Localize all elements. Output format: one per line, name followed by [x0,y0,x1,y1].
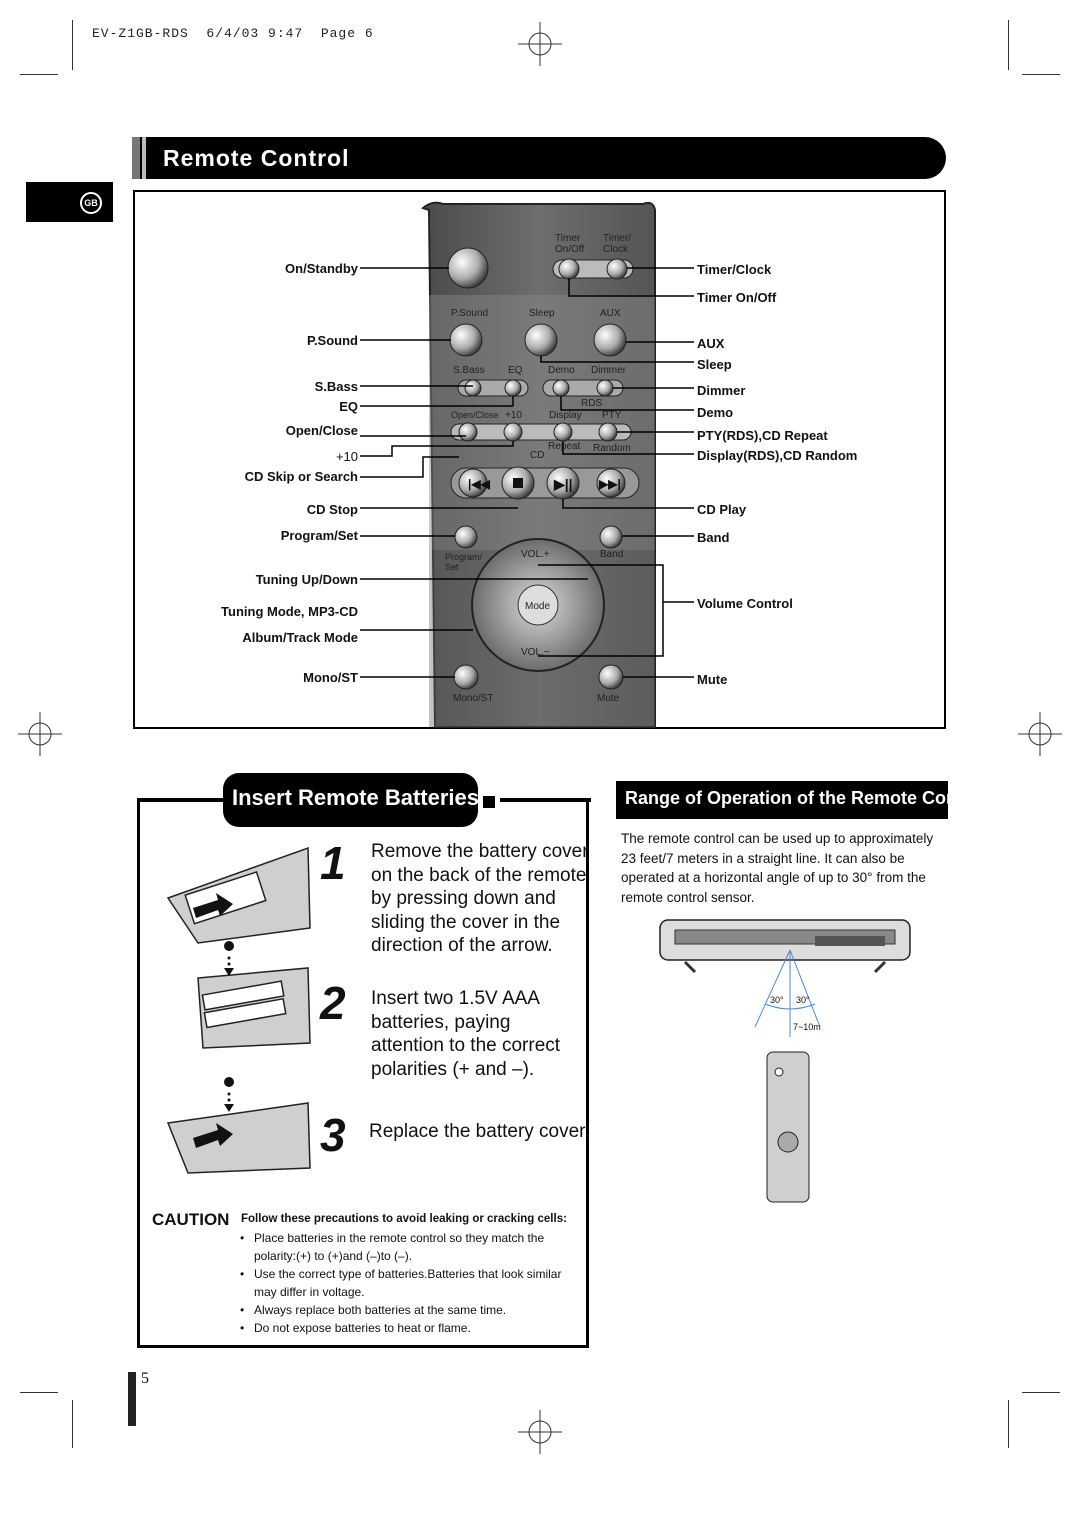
remote-control-illustration: |◀◀ ▶|| ▶▶| [360,201,694,728]
label-mono-st: Mono/ST [303,670,358,685]
label-tuning-mode: Tuning Mode, MP3-CD [221,604,358,619]
face-vol-up: VOL.+ [521,549,550,560]
label-dimmer: Dimmer [697,383,746,398]
crop-mark [72,1400,73,1448]
face-repeat: Repeat [548,441,581,452]
distance-label: 7~10m [793,1022,821,1032]
crop-mark [1008,1400,1009,1448]
face-vol-down: VOL.− [521,647,550,658]
step-number: 1 [320,837,346,889]
caution-label: CAUTION [152,1210,230,1229]
registration-mark [18,712,62,756]
label-sbass: S.Bass [314,379,358,394]
face-psound: P.Sound [451,308,489,319]
face-random: Random [593,443,631,454]
caution-list: Place batteries in the remote control so… [240,1229,580,1337]
label-open-close: Open/Close [285,423,358,438]
label-on-standby: On/Standby [285,261,358,276]
label-psound: P.Sound [306,333,358,348]
face-rds: RDS [581,398,603,409]
label-album-track: Album/Track Mode [242,630,358,645]
list-item: Use the correct type of batteries.Batter… [240,1265,580,1301]
face-band: Band [600,549,624,560]
battery-steps-illustration [166,846,311,1174]
face-eq: EQ [508,365,523,376]
label-cd-stop: CD Stop [306,502,358,517]
registration-mark [518,22,562,66]
face-sleep: Sleep [529,308,555,319]
face-mode: Mode [525,601,551,612]
title-marker [483,796,495,808]
range-description: The remote control can be used up to app… [621,831,934,905]
crop-mark [1022,74,1060,75]
label-band: Band [697,530,730,545]
divider [137,798,223,802]
face-aux: AUX [600,308,621,319]
face-dimmer: Dimmer [591,365,626,376]
label-demo: Demo [697,405,734,420]
face-sbass: S.Bass [453,365,485,376]
face-display: Display [549,410,582,421]
section-title-bar [132,137,946,179]
range-title: Range of Operation of the Remote Control [625,788,987,808]
angle-right-label: 30° [796,995,810,1005]
range-title-bg [616,781,948,819]
insert-title: Insert Remote Batteries [232,785,479,810]
label-pty-repeat: PTY(RDS),CD Repeat [697,428,828,443]
face-plus10: +10 [505,410,522,421]
face-mute: Mute [597,693,620,704]
face-mono-st: Mono/ST [453,693,494,704]
page-number: 5 [141,1370,149,1387]
language-badge: GB [80,192,102,214]
svg-text:▶▶|: ▶▶| [598,477,621,491]
label-plus10: +10 [335,449,358,464]
range-illustration: 30° 30° 7~10m [659,919,911,1203]
crop-mark [72,20,73,70]
label-aux: AUX [697,336,725,351]
face-demo: Demo [548,365,575,376]
registration-mark [1018,712,1062,756]
list-item: Always replace both batteries at the sam… [240,1301,580,1319]
insert-title-bg [223,773,478,827]
crop-mark [20,74,58,75]
svg-text:▶||: ▶|| [553,476,573,492]
crop-mark [20,1392,58,1393]
label-mute: Mute [697,672,728,687]
label-program-set: Program/Set [280,528,358,543]
caution-heading: Follow these precautions to avoid leakin… [241,1213,567,1225]
step-number: 3 [320,1109,346,1161]
face-open-close: Open/Close [451,410,499,420]
label-tuning-up-down: Tuning Up/Down [255,572,358,587]
label-timer-onoff: Timer On/Off [697,290,777,305]
label-sleep: Sleep [697,357,732,372]
face-pty: PTY [602,410,622,421]
label-cd-play: CD Play [697,502,747,517]
angle-left-label: 30° [770,995,784,1005]
label-timer-clock: Timer/Clock [697,262,772,277]
section-title: Remote Control [163,145,350,171]
label-eq: EQ [339,399,358,414]
face-cd: CD [530,450,545,461]
list-item: Place batteries in the remote control so… [240,1229,580,1265]
page-bar [128,1372,136,1426]
insert-batteries-box [137,798,589,1348]
face-program-set: Program/Set [445,552,483,572]
registration-mark [518,1410,562,1454]
step-number: 2 [320,977,346,1029]
print-slug: EV-Z1GB-RDS 6/4/03 9:47 Page 6 [92,26,374,41]
label-display-random: Display(RDS),CD Random [697,448,858,463]
svg-text:|◀◀: |◀◀ [468,477,491,491]
face-timer-clock: Timer/Clock [603,233,631,255]
crop-mark [1022,1392,1060,1393]
crop-mark [1008,20,1009,70]
step-3-text: Replace the battery cover. [369,1121,590,1142]
list-item: Do not expose batteries to heat or flame… [240,1319,580,1337]
label-cd-skip: CD Skip or Search [244,469,358,484]
label-volume-control: Volume Control [697,596,793,611]
divider [500,798,591,802]
